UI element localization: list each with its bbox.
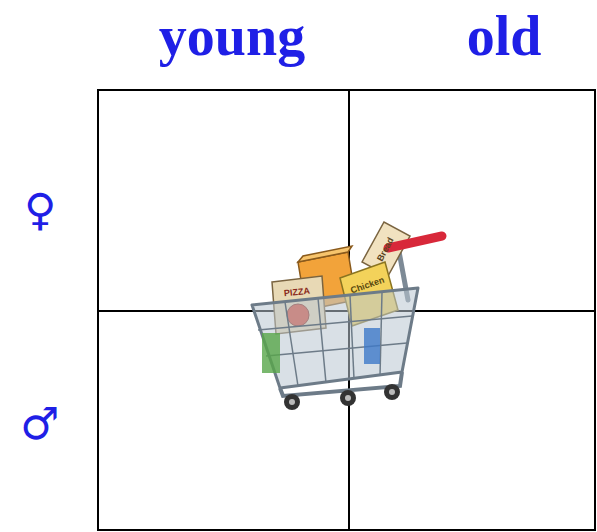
sex-symbol: ♀ bbox=[24, 188, 56, 232]
cart-wheel bbox=[340, 390, 356, 406]
cart-basket bbox=[252, 288, 418, 388]
cart-mesh bbox=[258, 292, 412, 386]
column-header: old bbox=[467, 8, 542, 64]
grid-frame bbox=[98, 90, 595, 530]
grid bbox=[98, 90, 595, 530]
cart-handle bbox=[388, 236, 442, 248]
shopping-cart bbox=[252, 222, 442, 410]
veg-pack bbox=[262, 333, 280, 373]
column-header: young bbox=[159, 8, 305, 64]
cart-frame bbox=[280, 372, 402, 396]
can-pack bbox=[364, 328, 380, 364]
sex-symbol: ♂ bbox=[20, 402, 59, 446]
cart-wheel bbox=[284, 394, 300, 410]
cart-wheel bbox=[384, 384, 400, 400]
cereal-box-top bbox=[298, 246, 352, 262]
